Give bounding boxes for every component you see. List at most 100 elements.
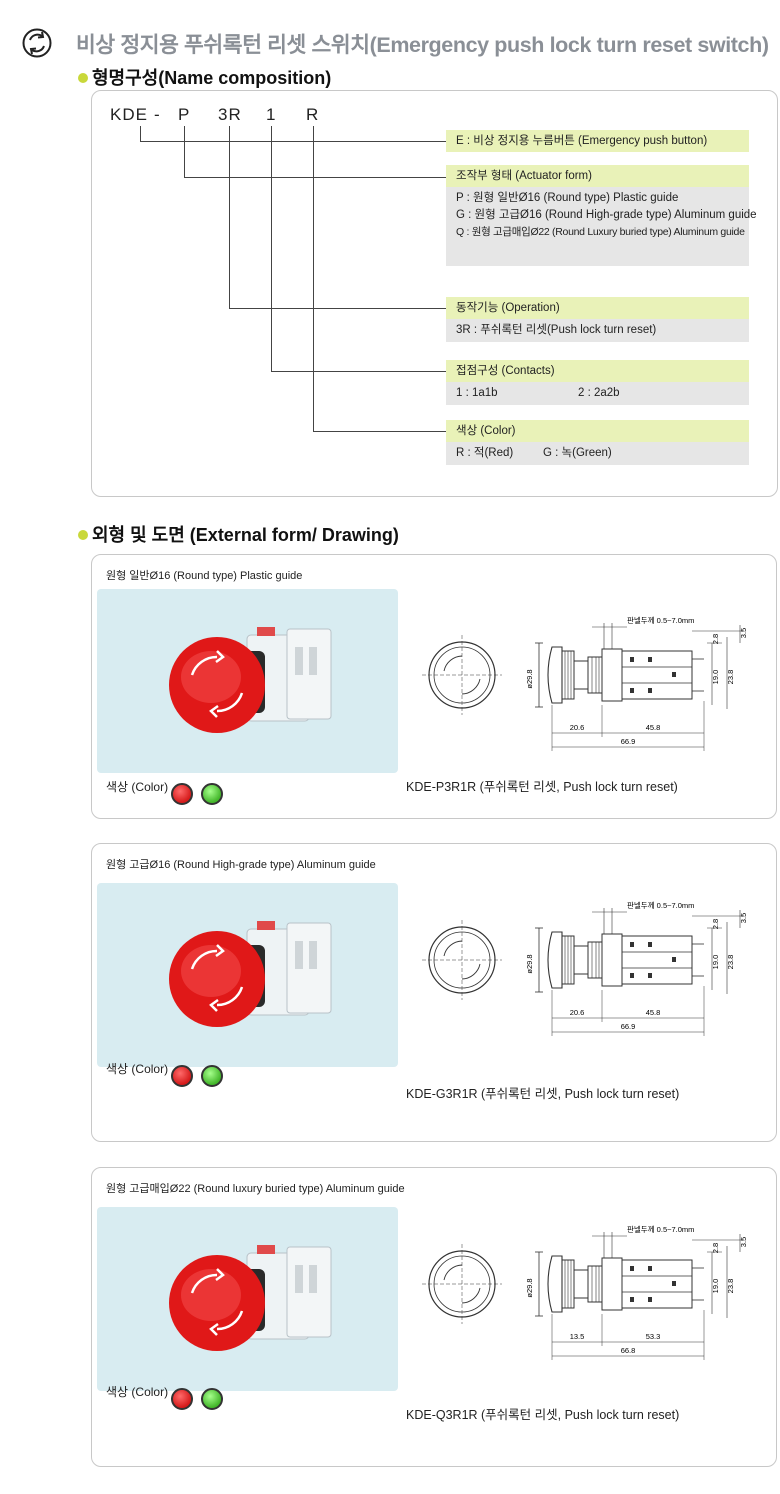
color-box-header: 색상 (Color)	[446, 420, 749, 442]
dim-h4: 23.8	[726, 1279, 735, 1294]
connector-line	[140, 126, 141, 141]
connector-line	[229, 126, 230, 308]
bullet-dot	[78, 73, 88, 83]
code-part-contacts: 1	[266, 105, 277, 124]
operation-box-header: 동작기능 (Operation)	[446, 297, 749, 319]
panel-type-label: 원형 일반Ø16 (Round type) Plastic guide	[106, 570, 303, 582]
drawing-panel-3: 원형 고급매입Ø22 (Round luxury buried type) Al…	[91, 1167, 777, 1467]
actuator-box: 조작부 형태 (Actuator form) P : 원형 일반Ø16 (Rou…	[446, 165, 757, 266]
actuator-option-g: G : 원형 고급Ø16 (Round High-grade type) Alu…	[456, 209, 757, 221]
emergency-button-photo	[169, 627, 332, 733]
dim-h2: 3.5	[739, 1237, 748, 1247]
emergency-button-photo	[169, 1245, 332, 1351]
dim-h4: 23.8	[726, 955, 735, 970]
dimension-drawing: ø29.8 판넬두께 0.5~7.0mm	[422, 1225, 748, 1360]
product-photo	[97, 883, 398, 1067]
color-swatch-red	[171, 1065, 193, 1087]
color-box: 색상 (Color) R : 적(Red) G : 녹(Green)	[446, 420, 749, 465]
dim-h2: 3.5	[739, 913, 748, 923]
connector-line	[184, 126, 185, 177]
contacts-box: 접점구성 (Contacts) 1 : 1a1b 2 : 2a2b	[446, 360, 749, 405]
dim-h4: 23.8	[726, 670, 735, 685]
rotate-arrows-icon	[22, 28, 52, 58]
operation-box: 동작기능 (Operation) 3R : 푸쉬록턴 리셋(Push lock …	[446, 297, 749, 342]
color-option-red: R : 적(Red)	[456, 447, 514, 459]
code-part-series: KDE	[110, 105, 148, 124]
contacts-box-header: 접점구성 (Contacts)	[446, 360, 749, 382]
code-part-dash: -	[154, 105, 161, 124]
color-swatch-red	[171, 1388, 193, 1410]
dim-diameter: ø29.8	[525, 669, 534, 688]
dim-h1: 2.8	[711, 1243, 720, 1253]
contacts-option-1: 1 : 1a1b	[456, 387, 498, 399]
dim-d1: 20.6	[570, 1008, 585, 1017]
name-composition-heading-text: 형명구성(Name composition)	[92, 68, 332, 88]
page-title: 비상 정지용 푸쉬록턴 리셋 스위치(Emergency push lock t…	[76, 33, 769, 57]
connector-line	[140, 141, 446, 142]
dim-h3: 19.0	[711, 670, 720, 685]
drawing-panel-1: 원형 일반Ø16 (Round type) Plastic guide 색	[91, 554, 777, 819]
connector-line	[271, 126, 272, 371]
dim-panel-thickness: 판넬두께 0.5~7.0mm	[627, 1225, 694, 1234]
series-box: E : 비상 정지용 누름버튼 (Emergency push button)	[446, 130, 749, 152]
dim-diameter: ø29.8	[525, 954, 534, 973]
dim-panel-thickness: 판넬두께 0.5~7.0mm	[627, 616, 694, 625]
dim-h1: 2.8	[711, 919, 720, 929]
connector-line	[271, 371, 446, 372]
model-number: KDE-P3R1R (푸쉬록턴 리셋, Push lock turn reset…	[406, 780, 678, 794]
actuator-option-q: Q : 원형 고급매입Ø22 (Round Luxury buried type…	[456, 226, 745, 238]
name-composition-heading: 형명구성(Name composition)	[78, 64, 331, 90]
color-swatch-red	[171, 783, 193, 805]
dim-total: 66.9	[621, 1022, 636, 1031]
panel-type-label: 원형 고급Ø16 (Round High-grade type) Aluminu…	[106, 859, 376, 871]
dim-panel-thickness: 판넬두께 0.5~7.0mm	[627, 901, 694, 910]
actuator-box-body: P : 원형 일반Ø16 (Round type) Plastic guide …	[446, 187, 757, 266]
color-label: 색상 (Color)	[106, 1385, 169, 1399]
dim-h3: 19.0	[711, 1279, 720, 1294]
dim-d1: 13.5	[570, 1332, 585, 1341]
series-box-header: E : 비상 정지용 누름버튼 (Emergency push button)	[446, 130, 749, 152]
operation-option: 3R : 푸쉬록턴 리셋(Push lock turn reset)	[456, 324, 657, 336]
page-header: 비상 정지용 푸쉬록턴 리셋 스위치(Emergency push lock t…	[22, 26, 772, 62]
code-part-operation: 3R	[218, 105, 242, 124]
dimension-drawing: ø29.8 판넬두께 0.5~7.0mm	[422, 616, 748, 751]
contacts-box-body: 1 : 1a1b 2 : 2a2b	[446, 382, 749, 405]
dim-h1: 2.8	[711, 634, 720, 644]
code-part-color: R	[306, 105, 320, 124]
operation-box-body: 3R : 푸쉬록턴 리셋(Push lock turn reset)	[446, 319, 749, 342]
external-form-heading: 외형 및 도면 (External form/ Drawing)	[78, 521, 399, 547]
color-swatch-green	[201, 1388, 223, 1410]
color-swatch-green	[201, 1065, 223, 1087]
dim-d2: 53.3	[646, 1332, 661, 1341]
contacts-option-2: 2 : 2a2b	[578, 387, 620, 399]
connector-line	[313, 431, 446, 432]
connector-line	[229, 308, 446, 309]
color-option-green: G : 녹(Green)	[543, 447, 612, 459]
model-number: KDE-G3R1R (푸쉬록턴 리셋, Push lock turn reset…	[406, 1087, 680, 1101]
dim-h2: 3.5	[739, 628, 748, 638]
dimension-drawing: ø29.8 판넬두께 0.5~7.0mm	[422, 901, 748, 1036]
dim-h3: 19.0	[711, 955, 720, 970]
actuator-box-header: 조작부 형태 (Actuator form)	[446, 165, 749, 187]
model-number: KDE-Q3R1R (푸쉬록턴 리셋, Push lock turn reset…	[406, 1408, 680, 1422]
panel-type-label: 원형 고급매입Ø22 (Round luxury buried type) Al…	[106, 1183, 405, 1195]
dim-d2: 45.8	[646, 723, 661, 732]
external-form-heading-text: 외형 및 도면 (External form/ Drawing)	[92, 525, 399, 545]
bullet-dot	[78, 530, 88, 540]
dim-total: 66.8	[621, 1346, 636, 1355]
connector-line	[313, 126, 314, 431]
actuator-option-p: P : 원형 일반Ø16 (Round type) Plastic guide	[456, 192, 679, 204]
color-label: 색상 (Color)	[106, 780, 169, 794]
connector-line	[184, 177, 446, 178]
dim-total: 66.9	[621, 737, 636, 746]
code-part-actuator: P	[178, 105, 191, 124]
product-photo	[97, 1207, 398, 1391]
drawing-panel-2: 원형 고급Ø16 (Round High-grade type) Aluminu…	[91, 843, 777, 1142]
emergency-button-photo	[169, 921, 332, 1027]
dim-diameter: ø29.8	[525, 1278, 534, 1297]
dim-d2: 45.8	[646, 1008, 661, 1017]
color-box-body: R : 적(Red) G : 녹(Green)	[446, 442, 749, 465]
dim-d1: 20.6	[570, 723, 585, 732]
color-label: 색상 (Color)	[106, 1062, 169, 1076]
color-swatch-green	[201, 783, 223, 805]
